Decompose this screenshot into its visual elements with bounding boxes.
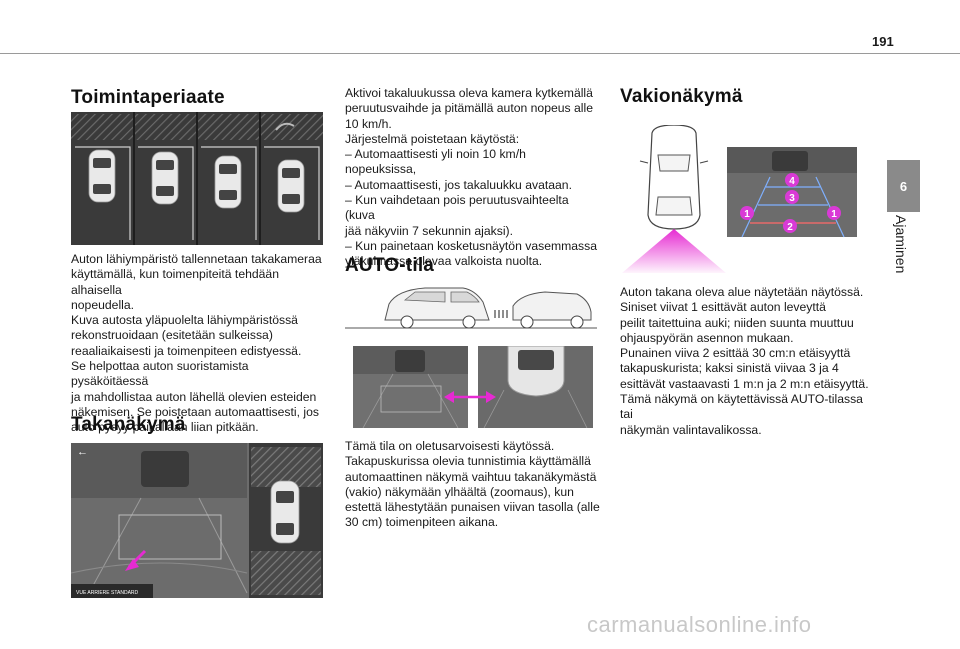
chapter-tab[interactable]: 6 <box>887 160 920 212</box>
figure-standard-view: 4 3 1 2 1 <box>622 124 862 275</box>
heading-auto-tila: AUTO-tila <box>345 255 435 276</box>
figure-car-approach <box>345 282 597 332</box>
watermark: carmanualsonline.info <box>587 612 812 637</box>
marker-2: 2 <box>787 222 793 233</box>
heading-takanakyma: Takanäkymä <box>71 414 186 435</box>
paragraph-standard-view: Auton takana oleva alue näytetään näytös… <box>620 285 869 437</box>
paragraph-auto-mode: Tämä tila on oletusarvoisesti käytössä. … <box>345 439 600 530</box>
header-rule <box>0 53 960 54</box>
zoom-arrow-icon <box>444 390 496 403</box>
figure-auto-standard <box>353 346 468 428</box>
page-number: 191 <box>872 34 894 49</box>
chapter-label: Ajaminen <box>893 215 909 274</box>
marker-1-left: 1 <box>744 209 750 220</box>
figure-auto-zoom <box>478 346 593 428</box>
paragraph-activation: Aktivoi takaluukussa oleva kamera kytkem… <box>345 86 598 269</box>
marker-1-right: 1 <box>831 209 837 220</box>
marker-3: 3 <box>789 193 795 204</box>
figure-parking-sequence <box>71 112 323 245</box>
paragraph-principle: Auton lähiympäristö tallennetaan takakam… <box>71 252 322 435</box>
heading-toimintaperiaate: Toimintaperiaate <box>71 87 225 108</box>
figure-rear-view-screen: ← VUE ARRIERE STANDARD <box>71 443 323 598</box>
marker-4: 4 <box>789 176 795 187</box>
heading-vakionakyma: Vakionäkymä <box>620 86 743 107</box>
svg-text:←: ← <box>77 446 88 458</box>
figure-caption: VUE ARRIERE STANDARD <box>76 590 139 596</box>
